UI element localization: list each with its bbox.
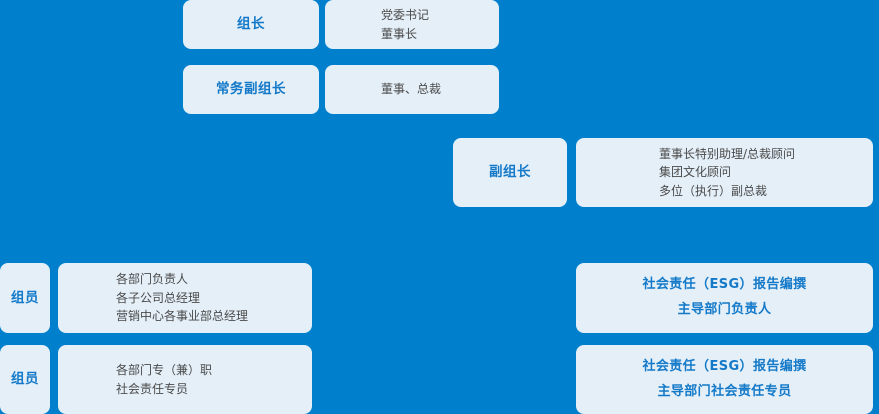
role-card-deputy-leader[interactable]: 副组长 xyxy=(453,138,567,207)
detail-line: 多位（执行）副总裁 xyxy=(659,183,768,198)
detail-line: 社会责任专员 xyxy=(116,381,189,396)
esg-line: 社会责任（ESG）报告编撰 xyxy=(642,277,807,293)
role-label-leader: 组长 xyxy=(237,16,265,33)
detail-line: 各部门负责人 xyxy=(116,272,189,287)
esg-line: 主导部门负责人 xyxy=(677,302,772,317)
esg-line: 主导部门社会责任专员 xyxy=(657,383,792,399)
role-card-leader[interactable]: 组长 xyxy=(183,0,319,49)
role-label-deputy-leader: 副组长 xyxy=(489,164,531,181)
detail-line: 党委书记 xyxy=(381,7,430,22)
esg-card-member-2[interactable]: 社会责任（ESG）报告编撰 主导部门社会责任专员 xyxy=(576,345,873,414)
role-card-member-2[interactable]: 组员 xyxy=(0,345,50,414)
detail-line: 各部门专（兼）职 xyxy=(116,362,213,377)
detail-line: 董事、总裁 xyxy=(381,82,442,97)
detail-card-leader[interactable]: 党委书记 董事长 xyxy=(325,0,499,49)
esg-line: 社会责任（ESG）报告编撰 xyxy=(642,358,807,374)
detail-line: 董事长特别助理/总裁顾问 xyxy=(659,146,796,161)
role-label-member-2: 组员 xyxy=(11,371,39,388)
role-card-member-1[interactable]: 组员 xyxy=(0,263,50,333)
detail-line: 营销中心各事业部总经理 xyxy=(116,309,249,324)
detail-card-member-2[interactable]: 各部门专（兼）职 社会责任专员 xyxy=(58,345,312,414)
detail-card-executive-deputy-leader[interactable]: 董事、总裁 xyxy=(325,65,499,114)
role-card-executive-deputy-leader[interactable]: 常务副组长 xyxy=(183,65,319,114)
role-label-executive-deputy-leader: 常务副组长 xyxy=(216,81,286,98)
detail-card-member-1[interactable]: 各部门负责人 各子公司总经理 营销中心各事业部总经理 xyxy=(58,263,312,333)
esg-card-member-1[interactable]: 社会责任（ESG）报告编撰 主导部门负责人 xyxy=(576,263,873,333)
detail-card-deputy-leader[interactable]: 董事长特别助理/总裁顾问 集团文化顾问 多位（执行）副总裁 xyxy=(576,138,873,207)
detail-line: 集团文化顾问 xyxy=(659,165,732,180)
detail-line: 董事长 xyxy=(381,26,418,41)
detail-line: 各子公司总经理 xyxy=(116,290,201,305)
role-label-member-1: 组员 xyxy=(11,289,39,306)
